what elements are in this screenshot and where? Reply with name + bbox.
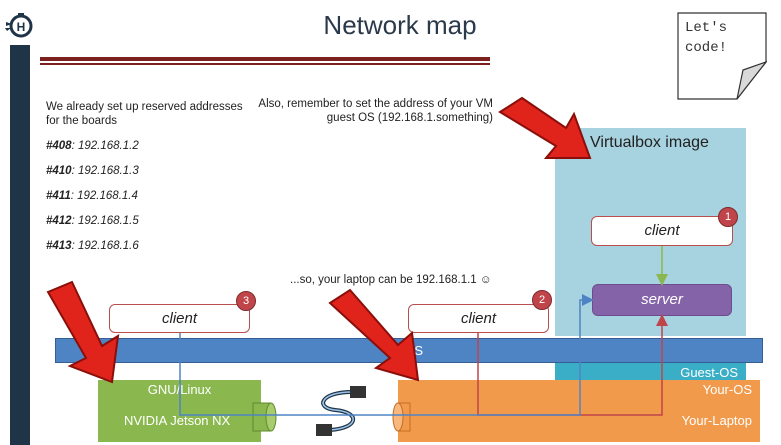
badge-3: 3 (236, 291, 256, 311)
ethernet-cable-icon (316, 386, 366, 436)
badge-1: 1 (718, 207, 738, 227)
red-arrow-icon (328, 288, 420, 382)
laptop-port-icon (392, 402, 411, 432)
laptop-bar: Your-Laptop (398, 400, 760, 442)
board-ip: 192.168.1.3 (77, 165, 139, 177)
reminder-text: Also, remember to set the address of you… (258, 98, 493, 124)
laptop-note: ...so, your laptop can be 192.168.1.1 ☺ (290, 274, 492, 286)
client-box-1: client (591, 216, 733, 246)
address-row: #413: 192.168.1.6 (46, 240, 139, 252)
client2-server-link (477, 314, 668, 416)
sticky-note-text: Let's code! (685, 20, 728, 56)
client-box-2: client (408, 304, 549, 333)
address-row: #410: 192.168.1.3 (46, 165, 139, 177)
board-id: #408 (46, 140, 72, 152)
red-arrow-icon (46, 280, 120, 384)
jetson-port-icon (252, 402, 277, 432)
client3-server-link (179, 294, 594, 416)
board-id: #413 (46, 240, 72, 252)
intro-text: We already set up reserved addresses for… (46, 101, 243, 127)
badge-2: 2 (532, 290, 552, 310)
guest-os-bar: Guest-OS (555, 363, 746, 383)
board-id: #410 (46, 165, 72, 177)
your-os-bar: Your-OS (398, 380, 760, 400)
logo-icon: H (4, 10, 34, 40)
virtualbox-label: Virtualbox image (590, 134, 709, 151)
board-ip: 192.168.1.4 (77, 190, 138, 202)
board-ip: 192.168.1.2 (77, 140, 139, 152)
address-row: #411: 192.168.1.4 (46, 190, 138, 202)
board-id: #412 (46, 215, 72, 227)
red-arrow-icon (498, 96, 592, 159)
board-id: #411 (46, 190, 71, 202)
svg-text:H: H (17, 20, 26, 34)
board-ip: 192.168.1.5 (77, 215, 139, 227)
client-box-3: client (109, 304, 250, 333)
title-rule (40, 57, 490, 61)
title-rule-thin (40, 63, 490, 65)
address-row: #408: 192.168.1.2 (46, 140, 139, 152)
sticky-note (677, 12, 767, 100)
board-ip: 192.168.1.6 (77, 240, 139, 252)
server-box: server (592, 284, 732, 316)
left-accent-bar (10, 45, 30, 445)
address-row: #412: 192.168.1.5 (46, 215, 139, 227)
page-title: Network map (323, 10, 477, 40)
